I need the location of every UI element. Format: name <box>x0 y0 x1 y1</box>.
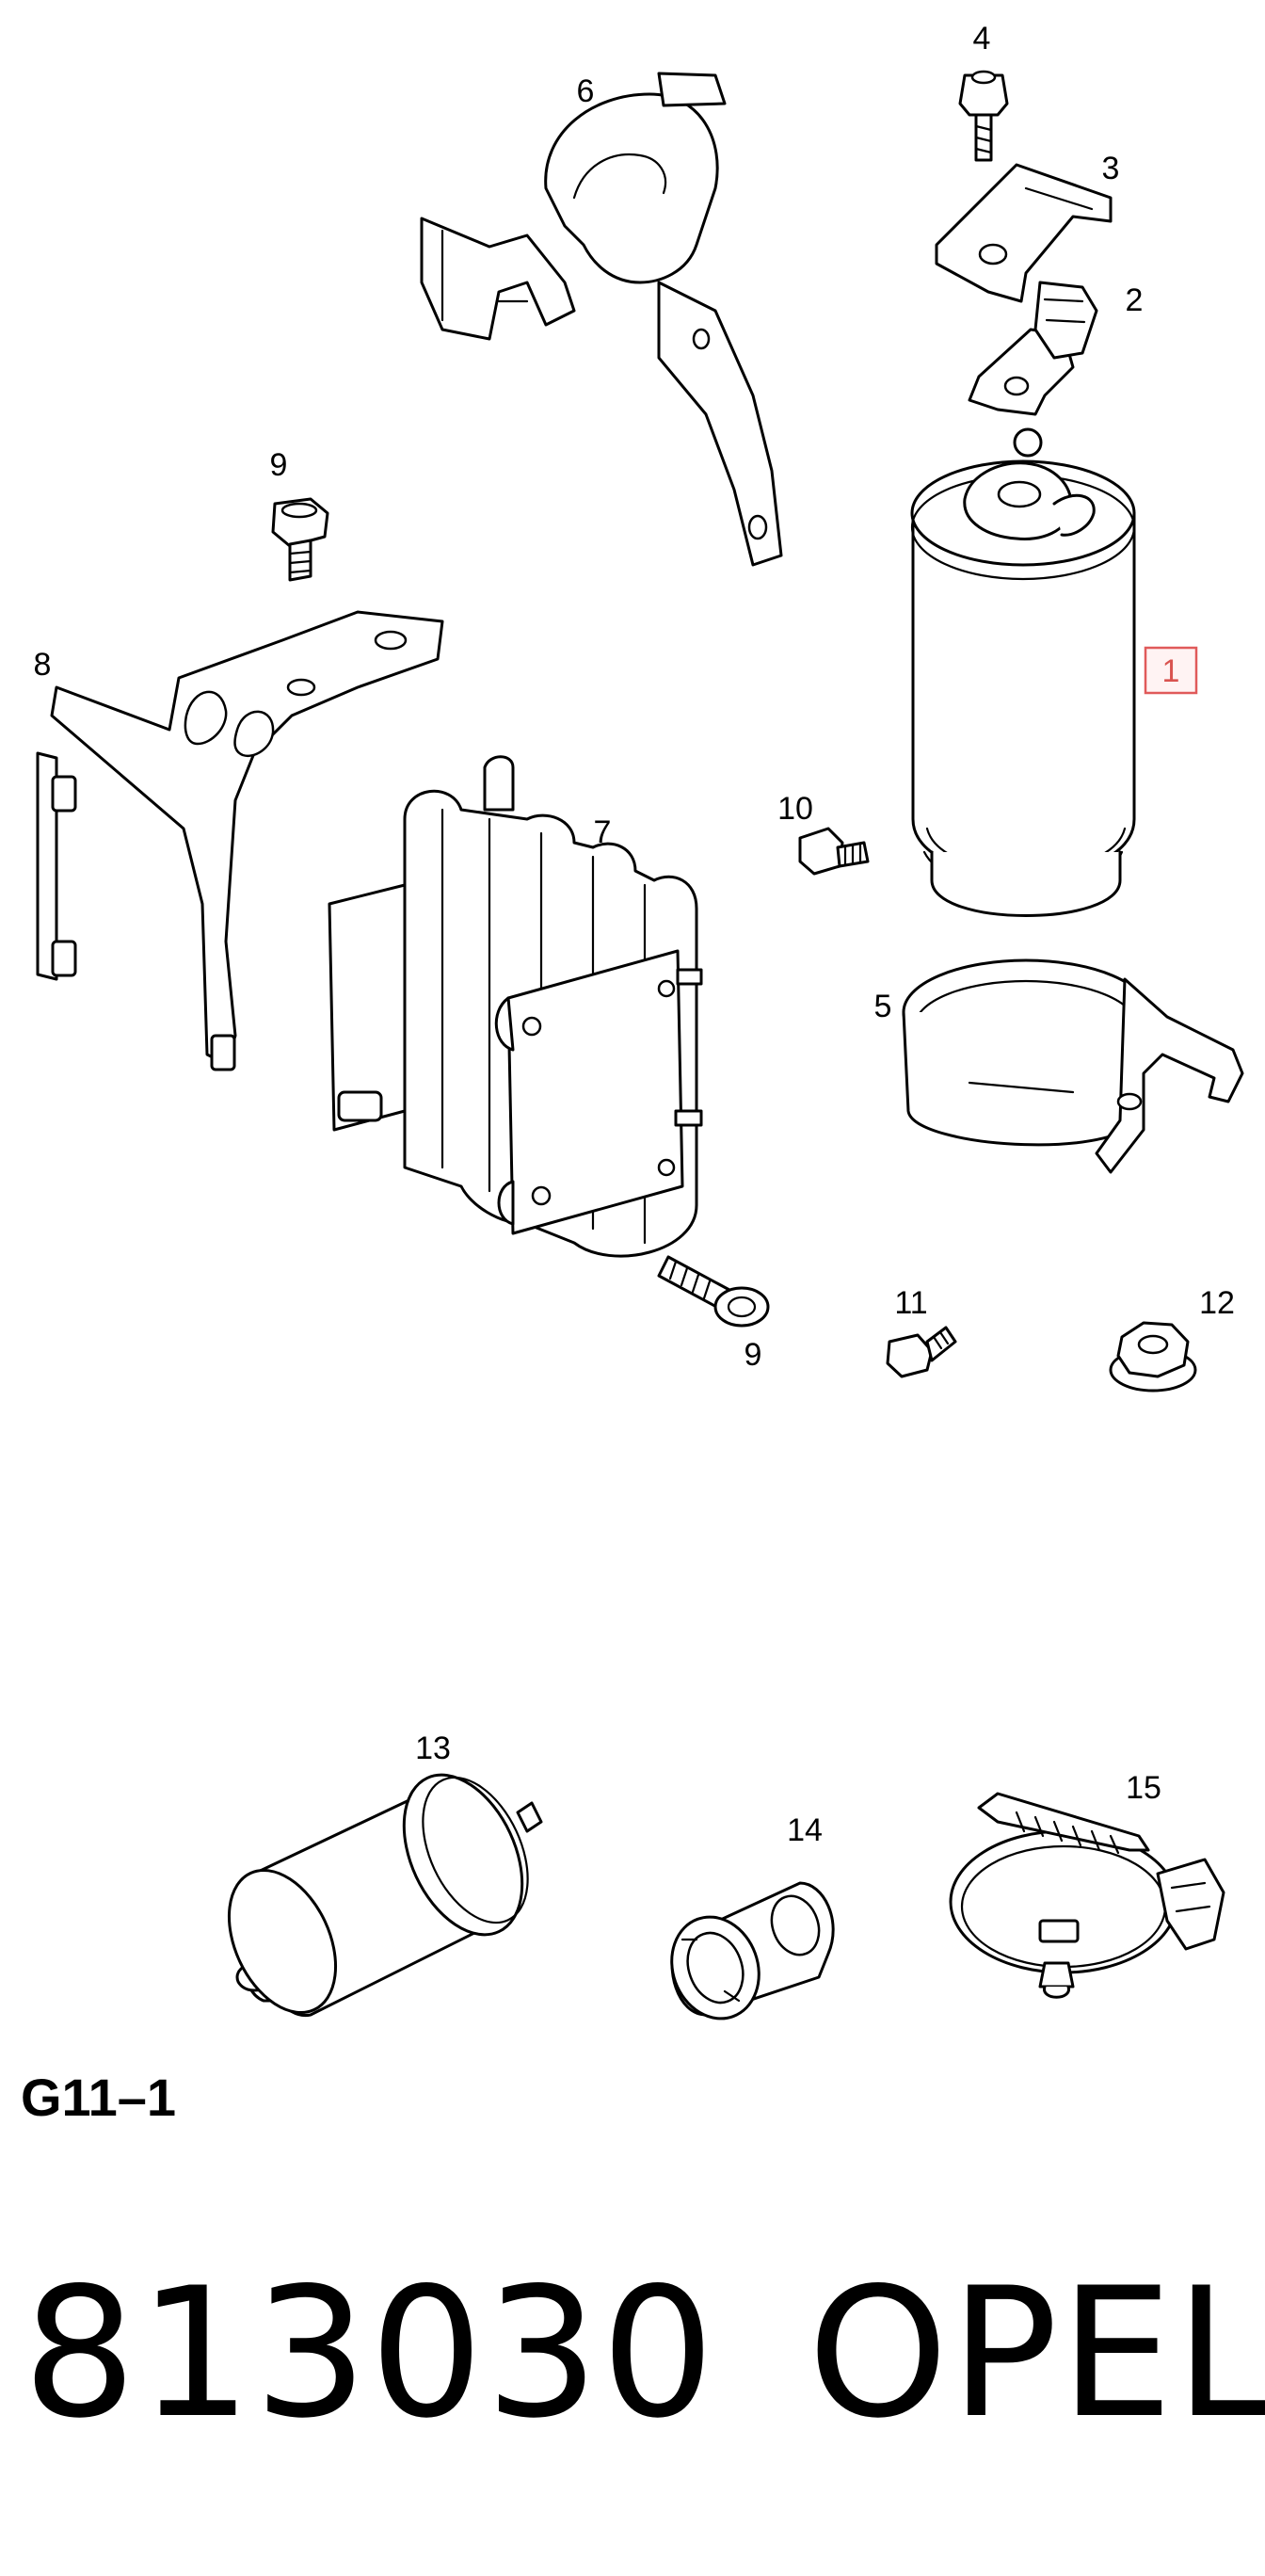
part-8-bracket[interactable] <box>36 610 444 1071</box>
callout-12[interactable]: 12 <box>1199 1285 1235 1321</box>
part-3-bracket[interactable] <box>935 163 1113 303</box>
diagram-code: G11–1 <box>21 2068 177 2127</box>
callout-8[interactable]: 8 <box>34 647 52 683</box>
callout-1-highlight-box <box>1144 646 1198 695</box>
callout-11[interactable]: 11 <box>894 1285 927 1321</box>
part-9-bolt-lower[interactable] <box>657 1255 770 1328</box>
callout-15[interactable]: 15 <box>1126 1770 1161 1806</box>
callout-13[interactable]: 13 <box>415 1731 451 1766</box>
part-1-fuel-filter[interactable] <box>910 427 1136 917</box>
part-6-bracket[interactable] <box>420 72 783 567</box>
part-9-bolt-upper[interactable] <box>271 497 329 582</box>
callout-7[interactable]: 7 <box>594 814 612 850</box>
callout-3[interactable]: 3 <box>1102 151 1120 186</box>
part-15-hose-clamp[interactable] <box>949 1792 1225 1999</box>
callout-9-upper[interactable]: 9 <box>270 447 288 483</box>
part-13-inline-filter[interactable] <box>208 1756 549 2029</box>
callout-10[interactable]: 10 <box>777 791 813 827</box>
part-5-clamp[interactable] <box>902 958 1244 1174</box>
part-4-bolt[interactable] <box>958 70 1009 162</box>
part-number: 813030 <box>23 2249 717 2457</box>
part-12-nut[interactable] <box>1109 1321 1197 1393</box>
callout-6[interactable]: 6 <box>577 73 595 109</box>
callout-9-lower[interactable]: 9 <box>745 1337 762 1373</box>
part-7-heater-module[interactable] <box>328 755 703 1258</box>
callout-5[interactable]: 5 <box>874 989 892 1024</box>
part-11-bolt[interactable] <box>886 1326 957 1378</box>
part-2-sensor[interactable] <box>968 281 1098 416</box>
callout-4[interactable]: 4 <box>973 21 991 56</box>
callout-1[interactable]: 1 <box>1162 653 1180 689</box>
callout-2[interactable]: 2 <box>1126 282 1144 318</box>
callout-14[interactable]: 14 <box>787 1812 823 1848</box>
part-14-mount[interactable] <box>658 1881 835 2031</box>
brand-name: OPEL <box>808 2249 1265 2457</box>
part-10-bolt[interactable] <box>798 827 870 876</box>
